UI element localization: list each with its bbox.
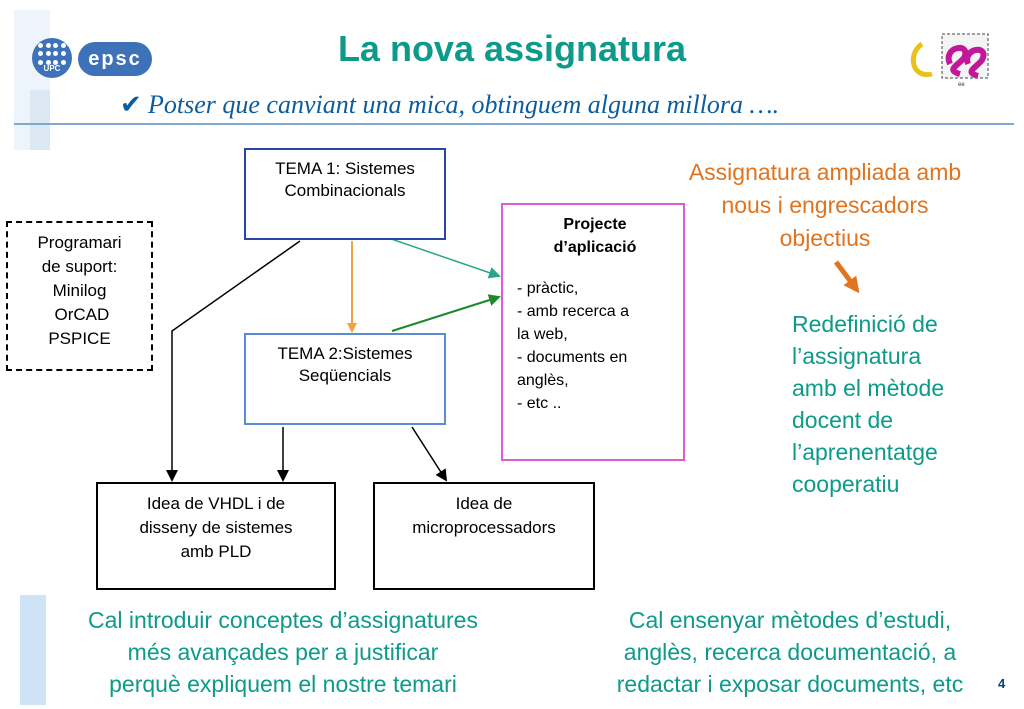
- projecte-title: Projecte d’aplicació: [517, 213, 673, 259]
- microprocessadors-box: Idea de microprocessadors: [373, 482, 595, 590]
- vhdl-line-2: disseny de sistemes: [139, 518, 293, 537]
- programari-line-2: de suport:: [41, 257, 118, 276]
- redefinicio-line-6: cooperatiu: [792, 471, 900, 497]
- tema2-line-1: TEMA 2:Sistemes: [277, 344, 413, 363]
- vhdl-line-3: amb PLD: [180, 542, 252, 561]
- arrow-ampliada-to-redefinicio: [834, 260, 860, 294]
- ee-logo: ee: [910, 33, 989, 88]
- subtitle: ✔Potser que canviant una mica, obtinguem…: [120, 90, 779, 120]
- projecte-item-3: la web,: [517, 326, 568, 343]
- programari-line-4: OrCAD: [49, 305, 110, 324]
- projecte-item-6: - etc ..: [517, 395, 562, 412]
- redefinicio-text: Redefinició de l’assignatura amb el mèto…: [792, 308, 1012, 500]
- upc-logo-text: UPC: [43, 64, 61, 73]
- upc-logo: UPC: [32, 38, 72, 78]
- projecte-item-4: - documents en: [517, 349, 628, 366]
- projecte-title-line-1: Projecte: [563, 216, 627, 233]
- arrow-tema2-to-micro: [411, 426, 448, 482]
- projecte-item-1: - pràctic,: [517, 280, 579, 297]
- programari-box: Programari de suport: Minilog OrCAD PSPI…: [6, 221, 153, 371]
- page-title: La nova assignatura: [337, 28, 687, 69]
- decorative-left-band-inner: [30, 90, 50, 150]
- redefinicio-line-5: l’aprenentatge: [792, 439, 938, 465]
- ampliada-line-3: objectius: [779, 225, 871, 251]
- ee-logo-text: ee: [958, 82, 965, 88]
- projecte-item-2: - amb recerca a: [517, 303, 630, 320]
- introduir-line-1: Cal introduir conceptes d’assignatures: [88, 607, 478, 633]
- ensenyar-line-1: Cal ensenyar mètodes d’estudi,: [628, 607, 952, 633]
- checkmark-icon: ✔: [120, 90, 142, 119]
- slide-number: 4: [998, 676, 1006, 691]
- redefinicio-line-2: l’assignatura: [792, 343, 922, 369]
- introduir-text: Cal introduir conceptes d’assignatures m…: [48, 604, 518, 700]
- ampliada-line-1: Assignatura ampliada amb: [688, 159, 962, 185]
- introduir-line-2: més avançades per a justificar: [127, 639, 439, 665]
- arrow-tema1-to-vhdl: [166, 240, 301, 482]
- ensenyar-line-3: redactar i exposar documents, etc: [616, 671, 964, 697]
- projecte-title-line-2: d’aplicació: [553, 239, 637, 256]
- tema2-line-2: Seqüencials: [298, 366, 392, 385]
- projecte-box: Projecte d’aplicació - pràctic, - amb re…: [501, 203, 685, 461]
- tema1-line-1: TEMA 1: Sistemes: [275, 159, 415, 178]
- programari-line-5: PSPICE: [48, 329, 111, 348]
- ensenyar-text: Cal ensenyar mètodes d’estudi, anglès, r…: [570, 604, 1010, 700]
- introduir-line-3: perquè expliquem el nostre temari: [109, 671, 457, 697]
- decorative-bottom-bar: [20, 595, 46, 705]
- epsc-logo: epsc: [78, 42, 152, 76]
- redefinicio-line-1: Redefinició de: [792, 311, 938, 337]
- redefinicio-line-3: amb el mètode: [792, 375, 945, 401]
- subtitle-text: Potser que canviant una mica, obtinguem …: [148, 90, 780, 119]
- vhdl-line-1: Idea de VHDL i de: [146, 494, 286, 513]
- tema1-line-2: Combinacionals: [284, 181, 406, 200]
- tema1-box: TEMA 1: Sistemes Combinacionals: [244, 148, 446, 240]
- ensenyar-line-2: anglès, recerca documentació, a: [623, 639, 957, 665]
- ampliada-line-2: nous i engrescadors: [721, 192, 929, 218]
- ampliada-text: Assignatura ampliada amb nous i engresca…: [650, 156, 1000, 255]
- redefinicio-line-4: docent de: [792, 407, 894, 433]
- projecte-item-5: anglès,: [517, 372, 569, 389]
- tema2-box: TEMA 2:Sistemes Seqüencials: [244, 333, 446, 425]
- programari-line-1: Programari: [37, 233, 122, 252]
- micro-line-2: microprocessadors: [412, 518, 556, 537]
- programari-line-3: Minilog: [52, 281, 107, 300]
- vhdl-box: Idea de VHDL i de disseny de sistemes am…: [96, 482, 336, 590]
- arrow-tema2-to-projecte: [391, 294, 501, 332]
- micro-line-1: Idea de: [455, 494, 513, 513]
- title-divider: [14, 123, 1014, 125]
